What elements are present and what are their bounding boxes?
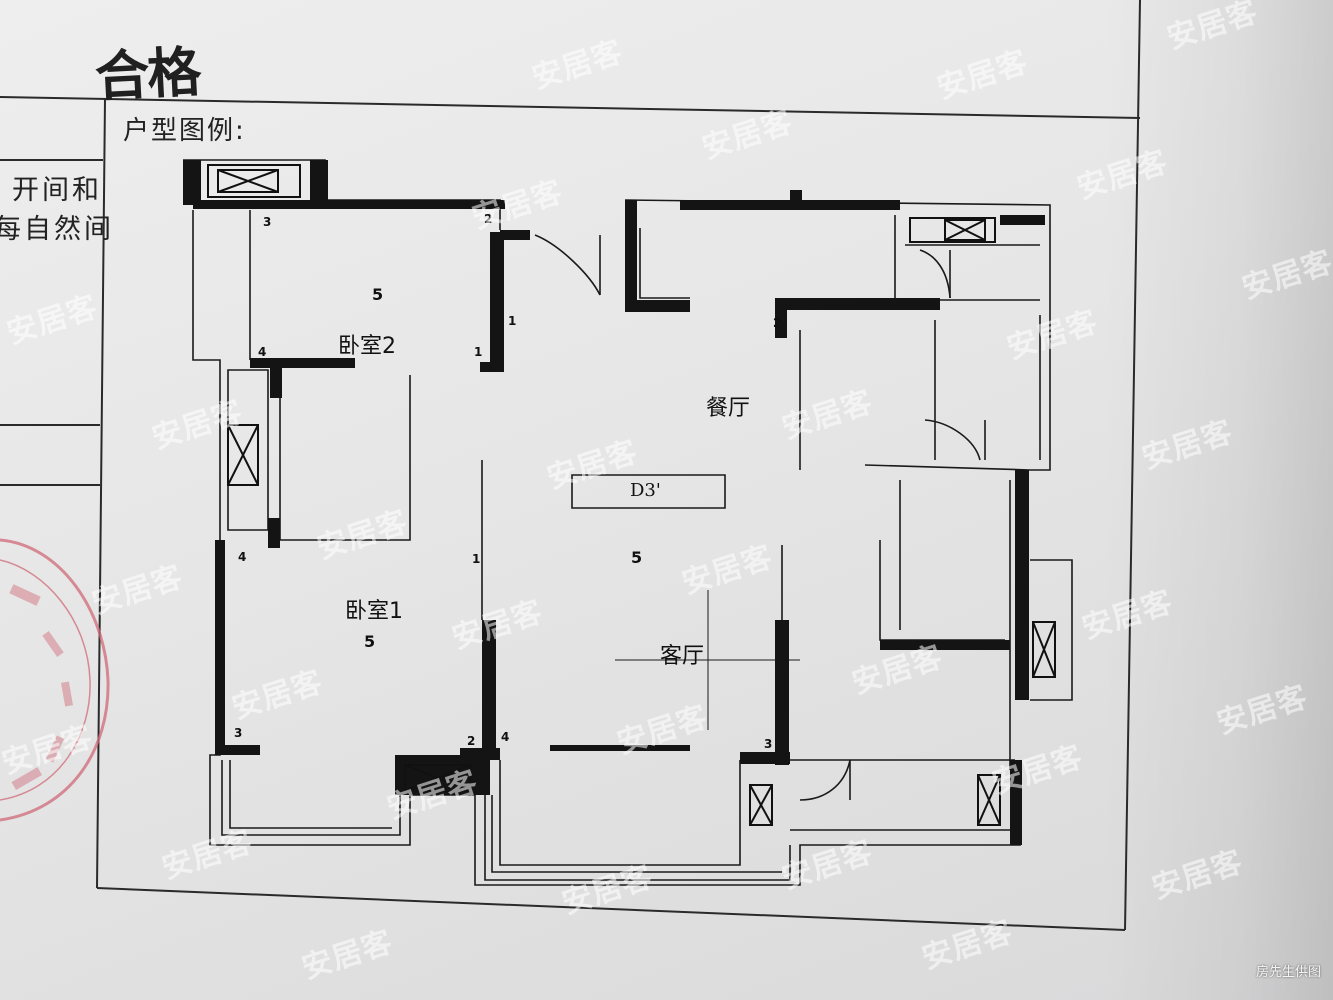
dim-mark: 4 — [238, 550, 247, 564]
side-text-line2: 每自然间 — [0, 214, 114, 245]
plan-code: D3' — [630, 480, 661, 501]
dim-mark: 3 — [764, 737, 773, 751]
bedroom2-label: 卧室2 — [338, 334, 396, 359]
dim-mark: 3 — [263, 215, 272, 229]
living-label: 客厅 — [660, 644, 705, 669]
bedroom1-label: 卧室1 — [345, 599, 403, 624]
side-text-line1: 开间和 — [12, 175, 102, 206]
bedroom2-number: 5 — [372, 285, 384, 304]
dim-mark: 4 — [258, 345, 267, 359]
dim-mark: 1 — [472, 552, 481, 566]
dim-mark: 2 — [467, 734, 476, 748]
red-stamp-seal — [0, 538, 110, 822]
dim-mark: 1 — [474, 345, 483, 359]
footer-credit: 房先生供图 — [1255, 965, 1321, 980]
bedroom1-number: 5 — [364, 632, 376, 651]
dining-label: 餐厅 — [706, 396, 751, 421]
dim-mark: 3 — [234, 726, 243, 740]
dim-mark: 4 — [501, 730, 510, 744]
legend-title: 户型图例: — [123, 116, 246, 146]
dim-mark: 1 — [508, 314, 517, 328]
paper-edge-shadow — [1103, 0, 1333, 1000]
dim-mark: 2 — [773, 316, 782, 330]
living-number: 5 — [631, 548, 643, 567]
dim-mark: 2 — [484, 212, 493, 226]
